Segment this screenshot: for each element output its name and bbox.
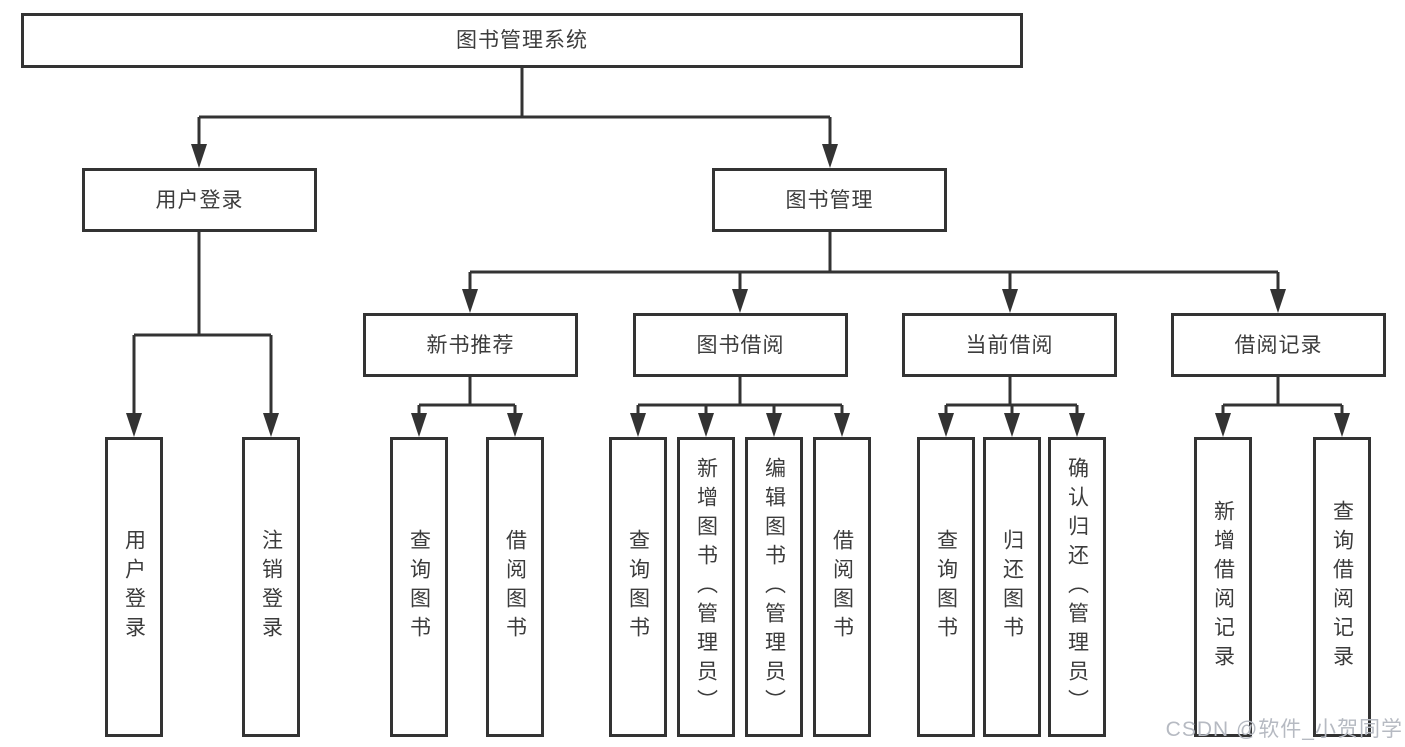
node-label: 确认归还（管理员）: [1065, 456, 1089, 718]
node-book-management: 图书管理: [712, 168, 947, 232]
node-label: 新书推荐: [426, 333, 515, 357]
arrow-icon: [1215, 413, 1231, 437]
node-label: 当前借阅: [965, 333, 1054, 357]
connector-borrow-records-to-leaves: [1221, 377, 1344, 431]
leaf-borrow-books-recommend: 借阅图书: [486, 437, 544, 737]
arrow-icon: [630, 413, 646, 437]
arrow-icon: [732, 289, 748, 313]
node-label: 查询图书: [626, 529, 650, 645]
arrow-icon: [191, 144, 207, 168]
arrow-icon: [766, 413, 782, 437]
node-label: 图书管理系统: [456, 29, 588, 52]
node-label: 新增图书（管理员）: [694, 456, 718, 718]
node-new-book-recommend: 新书推荐: [363, 313, 578, 377]
connector-root-to-level2: [197, 68, 832, 162]
node-book-borrow: 图书借阅: [633, 313, 848, 377]
node-label: 查询图书: [407, 529, 431, 645]
arrow-icon: [1334, 413, 1350, 437]
connector-book-management-to-level3: [468, 232, 1280, 307]
leaf-user-login: 用户登录: [105, 437, 163, 737]
node-label: 用户登录: [122, 529, 146, 645]
node-label: 查询图书: [934, 529, 958, 645]
node-label: 注销登录: [259, 529, 283, 645]
node-user-login: 用户登录: [82, 168, 317, 232]
node-borrow-records: 借阅记录: [1171, 313, 1386, 377]
leaf-add-books-admin: 新增图书（管理员）: [677, 437, 735, 737]
arrow-icon: [126, 413, 142, 437]
node-label: 新增借阅记录: [1211, 500, 1235, 674]
arrow-icon: [1004, 413, 1020, 437]
arrow-icon: [698, 413, 714, 437]
arrow-icon: [507, 413, 523, 437]
node-current-borrow: 当前借阅: [902, 313, 1117, 377]
leaf-query-borrow-record: 查询借阅记录: [1313, 437, 1371, 737]
node-label: 图书管理: [785, 188, 874, 212]
node-label: 编辑图书（管理员）: [762, 456, 786, 718]
connector-book-borrow-to-leaves: [636, 377, 844, 431]
arrow-icon: [1069, 413, 1085, 437]
leaf-edit-books-admin: 编辑图书（管理员）: [745, 437, 803, 737]
arrow-icon: [263, 413, 279, 437]
node-library-management-system: 图书管理系统: [21, 13, 1023, 68]
leaf-query-books-recommend: 查询图书: [390, 437, 448, 737]
leaf-return-books: 归还图书: [983, 437, 1041, 737]
node-label: 借阅图书: [830, 529, 854, 645]
leaf-add-borrow-record: 新增借阅记录: [1194, 437, 1252, 737]
node-label: 图书借阅: [696, 333, 785, 357]
leaf-query-books-borrow: 查询图书: [609, 437, 667, 737]
arrow-icon: [462, 289, 478, 313]
arrow-icon: [822, 144, 838, 168]
node-label: 借阅图书: [503, 529, 527, 645]
arrow-icon: [411, 413, 427, 437]
node-label: 用户登录: [155, 188, 244, 212]
leaf-confirm-return-admin: 确认归还（管理员）: [1048, 437, 1106, 737]
leaf-query-books-current: 查询图书: [917, 437, 975, 737]
arrow-icon: [834, 413, 850, 437]
connector-new-book-recommend-to-leaves: [417, 377, 517, 431]
arrow-icon: [1002, 289, 1018, 313]
node-label: 查询借阅记录: [1330, 500, 1354, 674]
connector-user-login-to-leaves: [132, 232, 273, 431]
arrowheads: [126, 144, 1350, 437]
csdn-watermark: CSDN @软件_小贺同学: [1165, 718, 1403, 741]
leaf-borrow-books: 借阅图书: [813, 437, 871, 737]
arrow-icon: [938, 413, 954, 437]
arrow-icon: [1270, 289, 1286, 313]
leaf-logout: 注销登录: [242, 437, 300, 737]
node-label: 借阅记录: [1234, 333, 1323, 357]
node-label: 归还图书: [1000, 529, 1024, 645]
